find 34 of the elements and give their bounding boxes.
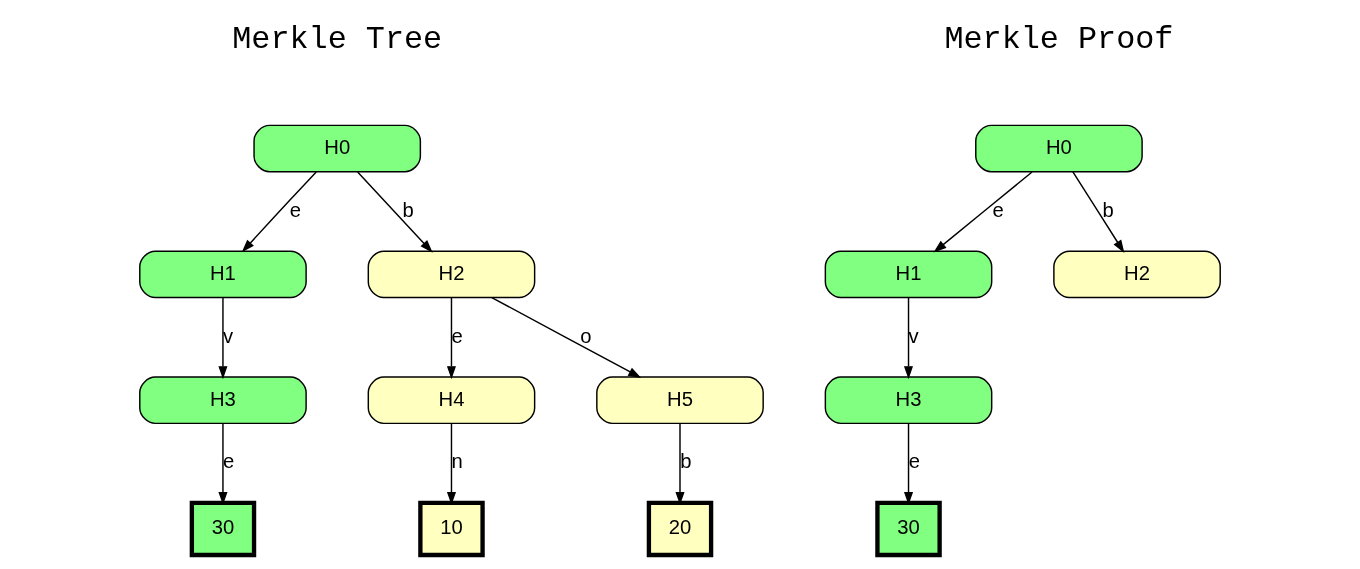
node-box: H3 (139, 376, 307, 425)
node-box: 30 (189, 500, 257, 558)
node-box: H3 (824, 376, 993, 425)
edge-label: b (680, 450, 692, 473)
arrow (1072, 171, 1125, 253)
edge-label: e (223, 450, 235, 473)
edge-label: o (580, 324, 592, 347)
arrow (446, 297, 457, 380)
node-box: 30 (875, 500, 942, 558)
edge-label: e (451, 324, 463, 347)
edge-label: e (908, 450, 920, 473)
node-box: H0 (975, 124, 1143, 173)
node-box: H1 (139, 250, 307, 299)
edge-label: b (402, 198, 414, 221)
node-box: H5 (596, 376, 764, 425)
edge-label: n (451, 450, 463, 473)
node-box: H0 (253, 124, 422, 173)
edge-label: e (992, 198, 1004, 221)
node-box: H4 (367, 376, 536, 425)
edge-label: b (1102, 198, 1114, 221)
node-box: H2 (367, 250, 536, 299)
edge-label: e (289, 198, 301, 221)
node-box: 20 (646, 500, 714, 558)
edge-label: v (908, 324, 919, 347)
arrow (241, 171, 317, 253)
node-box: 10 (418, 500, 485, 558)
arrow (933, 171, 1033, 253)
node-box: H2 (1053, 250, 1221, 299)
arrow (903, 297, 914, 380)
label: Merkle Tree (232, 22, 443, 59)
arrow (491, 296, 642, 378)
node-box: H1 (824, 250, 993, 299)
label: Merkle Proof (944, 22, 1174, 59)
arrow (356, 171, 433, 253)
